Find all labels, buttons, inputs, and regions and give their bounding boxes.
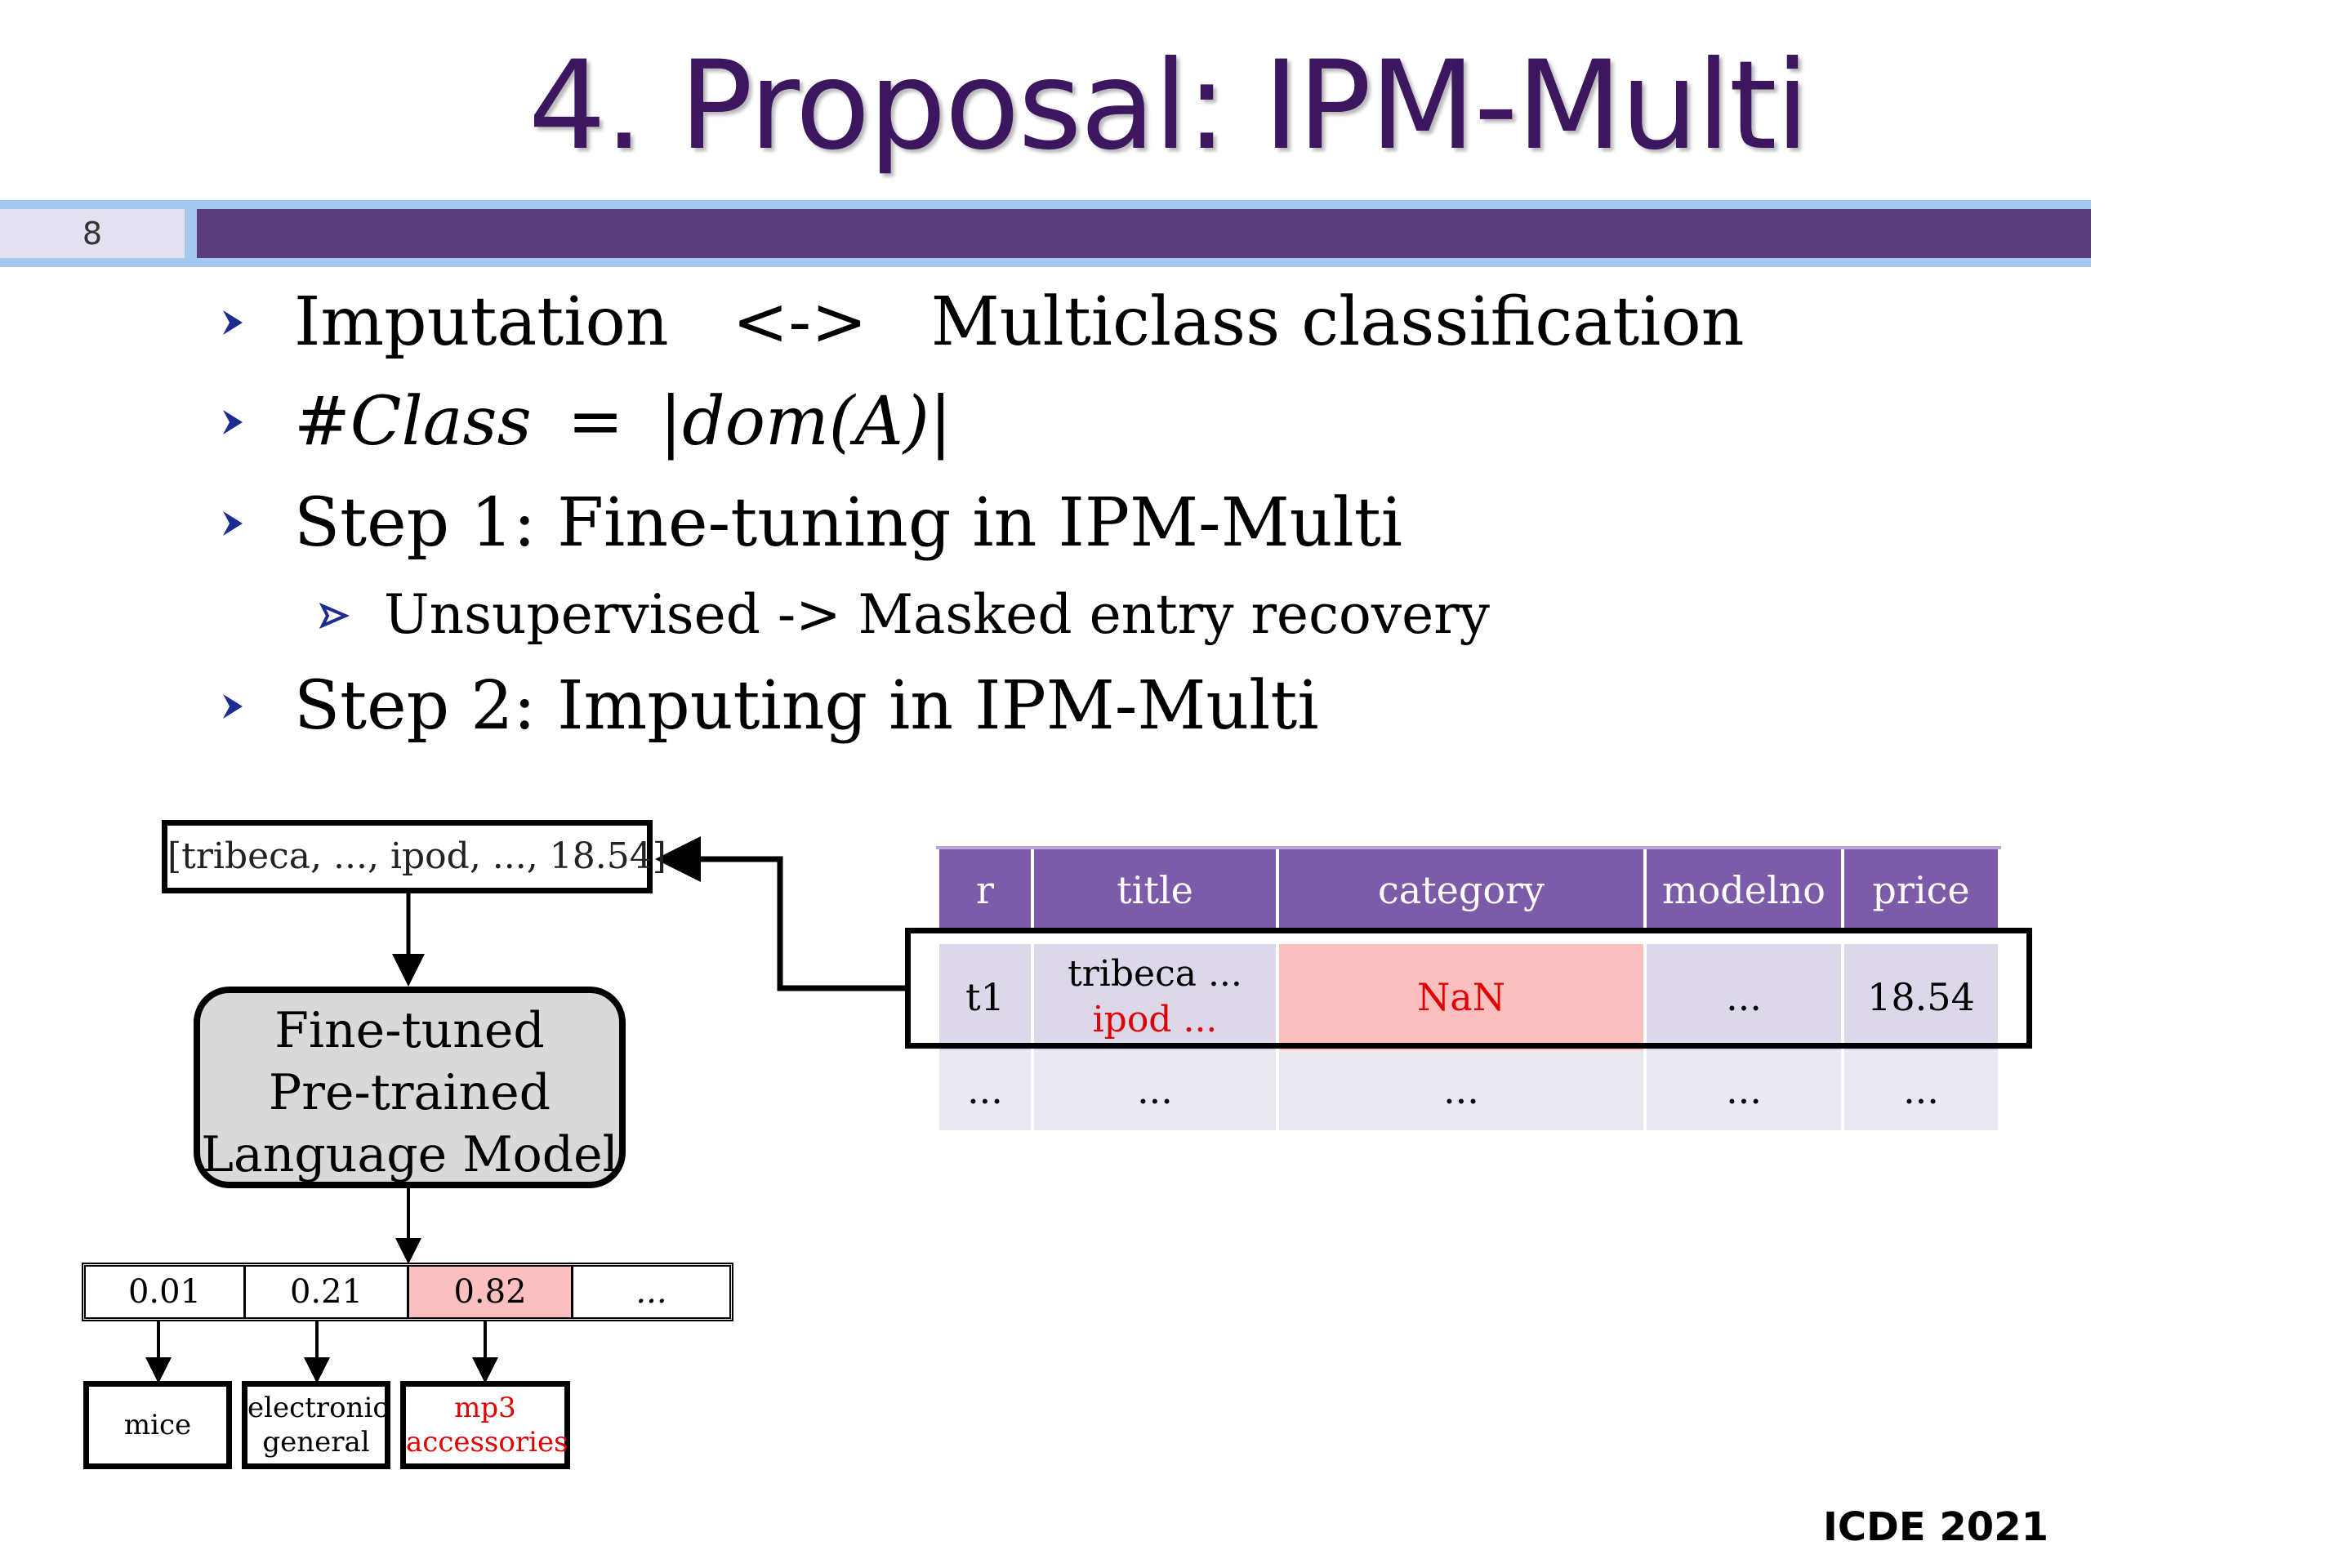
probability-cell: 0.01: [86, 1267, 246, 1317]
formula-lhs: #Class: [294, 383, 532, 461]
formula-rhs: |dom(A)|: [659, 383, 952, 461]
probability-table: 0.01 0.21 0.82 ...: [82, 1263, 733, 1321]
chevron-right-icon: [223, 511, 243, 536]
arrowhead-right-icon: [319, 603, 350, 629]
input-serialization-box: [tribeca, ..., ipod, ..., 18.54]: [162, 820, 666, 893]
table-row: t1 tribeca ... ipod ... NaN ... 18.54: [939, 931, 1998, 1050]
model-label-line: Pre-trained: [268, 1064, 551, 1121]
language-model-box: Fine-tuned Pre-trained Language Model: [194, 987, 626, 1188]
column-header: r: [939, 849, 1031, 931]
column-header: title: [1034, 849, 1276, 931]
table-cell: ...: [1844, 1050, 1998, 1130]
table-cell: 18.54: [1844, 931, 1998, 1050]
class-label: mice: [123, 1409, 192, 1441]
bullet-1-right: Multiclass classification: [930, 283, 1745, 361]
class-label: electronic: [247, 1392, 389, 1424]
column-header: modelno: [1647, 849, 1841, 931]
probability-cell-highlighted: 0.82: [409, 1267, 573, 1317]
sub-bullet-text: Unsupervised -> Masked entry recovery: [384, 583, 1490, 646]
table-cell-title: tribeca ... ipod ...: [1034, 931, 1276, 1050]
bullet-1-mid: <->: [732, 283, 867, 361]
table-cell: ...: [1647, 1050, 1841, 1130]
class-label: general: [262, 1426, 370, 1459]
chevron-right-icon: [223, 310, 243, 335]
table-cell: ...: [939, 1050, 1031, 1130]
table-cell: ...: [1279, 1050, 1643, 1130]
table-cell-missing: NaN: [1279, 931, 1643, 1050]
diagram-connectors: [145, 836, 905, 1383]
class-box-mice: mice: [83, 1381, 232, 1469]
bullet-3-text: Step 1: Fine-tuning in IPM-Multi: [294, 484, 1402, 562]
probability-cell: ...: [635, 1273, 667, 1311]
header-bar: [197, 209, 2091, 258]
table-cell: ...: [1034, 1050, 1276, 1130]
column-header: category: [1279, 849, 1643, 931]
formula-equals: =: [567, 383, 624, 461]
chevron-right-icon: [223, 694, 243, 719]
probability-cell: 0.21: [246, 1267, 409, 1317]
slide-title: 4. Proposal: IPM-Multi: [528, 35, 1810, 177]
class-box-mp3-accessories: mp3 accessories: [400, 1381, 570, 1469]
class-box-electronic-general: electronic general: [242, 1381, 390, 1469]
class-label: accessories: [406, 1426, 568, 1459]
chevron-right-icon: [223, 410, 243, 434]
bullet-4-text: Step 2: Imputing in IPM-Multi: [294, 667, 1319, 745]
model-label-line: Fine-tuned: [274, 1002, 545, 1059]
conference-footer: ICDE 2021: [1822, 1504, 2048, 1550]
table-cell: t1: [939, 931, 1031, 1050]
table-header-row: r title category modelno price: [939, 849, 1998, 931]
title-line: tribeca ...: [1068, 953, 1242, 995]
model-label-line: Language Model: [201, 1126, 618, 1183]
class-label: mp3: [454, 1392, 516, 1424]
selected-row-outline: [905, 928, 2032, 1049]
column-header: price: [1844, 849, 1998, 931]
title-line-highlighted: ipod ...: [1092, 999, 1218, 1040]
bullet-1-left: Imputation: [294, 283, 669, 361]
table-row: ... ... ... ... ...: [939, 1050, 1998, 1130]
page-number: 8: [0, 209, 185, 258]
data-table: r title category modelno price t1 tribec…: [936, 846, 2001, 1130]
row-to-input-arrow: [655, 836, 905, 991]
table-cell: ...: [1647, 931, 1841, 1050]
